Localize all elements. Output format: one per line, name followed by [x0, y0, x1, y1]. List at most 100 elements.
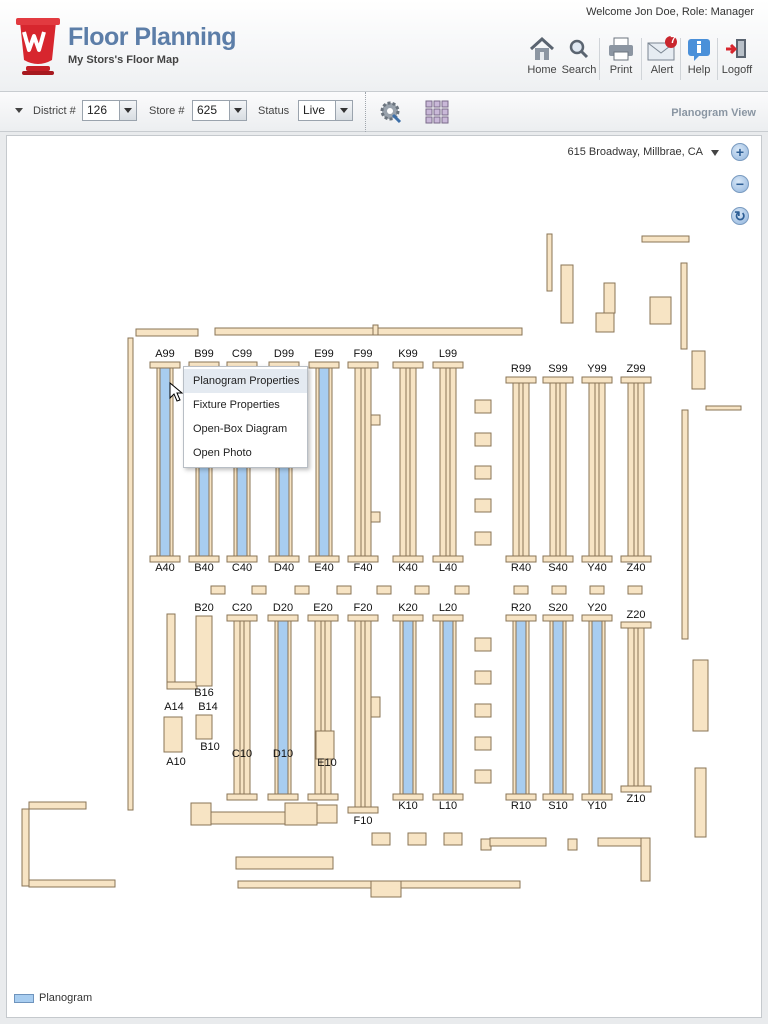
endcap[interactable]	[627, 585, 643, 595]
wall-fixture[interactable]	[135, 328, 199, 337]
endcap[interactable]	[589, 585, 605, 595]
planogram-fixture[interactable]	[552, 620, 564, 795]
fixture[interactable]	[163, 716, 183, 753]
store-select[interactable]: 625	[192, 100, 247, 121]
gondola-cap[interactable]	[347, 614, 379, 622]
misc-fixture[interactable]	[560, 264, 574, 324]
settings-button[interactable]	[378, 99, 404, 125]
gondola-divider[interactable]	[360, 367, 366, 557]
gondola-cap[interactable]	[267, 793, 299, 801]
status-select[interactable]: Live	[298, 100, 353, 121]
gondola-cap[interactable]	[542, 376, 574, 384]
district-select[interactable]: 126	[82, 100, 137, 121]
search-button[interactable]: Search	[560, 34, 598, 84]
misc-fixture[interactable]	[681, 409, 689, 640]
side-fixture[interactable]	[370, 696, 381, 718]
fixture[interactable]	[166, 613, 176, 687]
gondola-cap[interactable]	[392, 361, 424, 369]
endcap[interactable]	[474, 637, 492, 652]
gondola-divider[interactable]	[518, 382, 524, 557]
planogram-fixture[interactable]	[318, 367, 330, 557]
fixture[interactable]	[316, 804, 338, 824]
gondola-cap[interactable]	[620, 785, 652, 793]
endcap[interactable]	[474, 399, 492, 414]
misc-fixture[interactable]	[705, 405, 742, 411]
gondola-cap[interactable]	[267, 614, 299, 622]
fixture[interactable]	[443, 832, 463, 846]
planogram-fixture[interactable]	[402, 620, 414, 795]
fixture[interactable]	[567, 838, 578, 851]
store-address[interactable]: 615 Broadway, Millbrae, CA	[567, 146, 703, 158]
wall-fixture[interactable]	[214, 327, 523, 336]
wall-fixture[interactable]	[127, 337, 134, 811]
misc-fixture[interactable]	[692, 659, 709, 732]
misc-fixture[interactable]	[595, 312, 615, 333]
misc-fixture[interactable]	[680, 262, 688, 350]
gondola-cap[interactable]	[308, 361, 340, 369]
fixture[interactable]	[370, 880, 402, 898]
logoff-button[interactable]: Logoff	[718, 34, 756, 84]
endcap[interactable]	[454, 585, 470, 595]
gondola-divider[interactable]	[445, 367, 451, 557]
side-fixture[interactable]	[315, 730, 335, 760]
planogram-fixture[interactable]	[591, 620, 603, 795]
misc-fixture[interactable]	[694, 767, 707, 838]
endcap[interactable]	[474, 465, 492, 480]
misc-fixture[interactable]	[546, 233, 553, 292]
gondola-cap[interactable]	[581, 376, 613, 384]
wall-fixture[interactable]	[372, 324, 379, 336]
fixture-grid-button[interactable]	[424, 99, 450, 125]
fixture[interactable]	[371, 832, 391, 846]
gondola-cap[interactable]	[392, 614, 424, 622]
gondola-cap[interactable]	[620, 621, 652, 629]
side-fixture[interactable]	[370, 511, 381, 523]
gondola-cap[interactable]	[347, 806, 379, 814]
gondola-divider[interactable]	[594, 382, 600, 557]
misc-fixture[interactable]	[603, 282, 616, 314]
endcap[interactable]	[376, 585, 392, 595]
endcap[interactable]	[474, 736, 492, 751]
planogram-fixture[interactable]	[277, 620, 289, 795]
collapse-toggle-icon[interactable]	[15, 108, 23, 113]
fixture[interactable]	[166, 681, 198, 690]
fixture[interactable]	[407, 832, 427, 846]
gondola-cap[interactable]	[542, 614, 574, 622]
wall-fixture[interactable]	[28, 801, 87, 810]
wall-fixture[interactable]	[28, 879, 116, 888]
gondola-cap[interactable]	[505, 376, 537, 384]
help-button[interactable]: Help	[680, 34, 718, 84]
planogram-view-label[interactable]: Planogram View	[671, 107, 756, 119]
planogram-fixture[interactable]	[159, 367, 171, 557]
chevron-down-icon[interactable]	[335, 101, 352, 120]
gondola-divider[interactable]	[360, 620, 366, 808]
fixture[interactable]	[195, 714, 213, 740]
zoom-out-button[interactable]: −	[731, 175, 749, 193]
planogram-fixture[interactable]	[515, 620, 527, 795]
gondola-cap[interactable]	[620, 376, 652, 384]
gondola-divider[interactable]	[405, 367, 411, 557]
menu-item-fixture-properties[interactable]: Fixture Properties	[193, 399, 280, 411]
endcap[interactable]	[474, 498, 492, 513]
fixture[interactable]	[210, 811, 286, 825]
planogram-fixture[interactable]	[442, 620, 454, 795]
gondola-cap[interactable]	[226, 614, 258, 622]
fixture[interactable]	[489, 837, 547, 847]
gondola-cap[interactable]	[307, 614, 339, 622]
chevron-down-icon[interactable]	[119, 101, 136, 120]
endcap[interactable]	[210, 585, 226, 595]
gondola-divider[interactable]	[633, 627, 639, 787]
endcap[interactable]	[551, 585, 567, 595]
endcap[interactable]	[474, 670, 492, 685]
menu-item-open-photo[interactable]: Open Photo	[193, 447, 252, 459]
misc-fixture[interactable]	[649, 296, 672, 325]
endcap[interactable]	[474, 703, 492, 718]
print-button[interactable]: Print	[602, 34, 640, 84]
alert-button[interactable]: 7 Alert	[643, 34, 681, 84]
fixture[interactable]	[284, 802, 318, 826]
misc-fixture[interactable]	[641, 235, 690, 243]
refresh-button[interactable]: ↻	[731, 207, 749, 225]
gondola-cap[interactable]	[432, 361, 464, 369]
gondola-divider[interactable]	[320, 620, 326, 795]
gondola-divider[interactable]	[633, 382, 639, 557]
endcap[interactable]	[414, 585, 430, 595]
